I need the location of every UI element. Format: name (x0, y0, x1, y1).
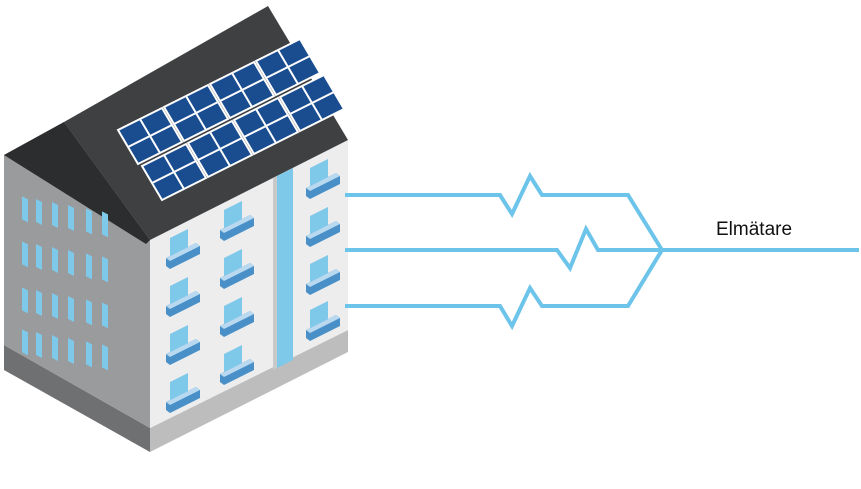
side-window (22, 241, 28, 268)
solar-panel-grid (265, 55, 311, 79)
balcony-top (220, 359, 254, 377)
side-window (36, 332, 42, 359)
balcony-top (166, 387, 200, 405)
solar-panel-grid (289, 91, 335, 115)
side-window (86, 341, 92, 368)
building-base-front (150, 330, 348, 452)
side-window (68, 338, 74, 365)
balcony-top (306, 269, 340, 287)
solar-panel-grid (151, 160, 197, 184)
side-window (52, 335, 58, 362)
solar-panel-grid (219, 78, 265, 102)
side-window (86, 253, 92, 280)
balcony-top (220, 263, 254, 281)
balcony-top (220, 215, 254, 233)
balcony-top (306, 173, 340, 191)
side-window (68, 250, 74, 277)
side-window (36, 199, 42, 226)
side-window (86, 208, 92, 235)
solar-panel-grid (127, 124, 173, 148)
front-balconies (166, 159, 340, 413)
balcony-top (166, 291, 200, 309)
side-window (52, 247, 58, 274)
side-window (102, 211, 108, 238)
line-bottom (345, 248, 664, 331)
solar-panel-icon (116, 37, 346, 202)
solar-panel-grid (197, 137, 243, 161)
side-window (52, 202, 58, 229)
solar-panel-grid (173, 101, 219, 125)
line-middle (345, 224, 859, 273)
side-window (36, 290, 42, 317)
stairwell-window-frame (273, 176, 277, 370)
side-window (86, 299, 92, 326)
side-window (68, 205, 74, 232)
side-window (22, 196, 28, 223)
building-roof-edge (4, 122, 150, 244)
balcony-top (166, 339, 200, 357)
side-windows (22, 196, 108, 371)
side-window (36, 244, 42, 271)
electric-line-icon (345, 171, 859, 331)
balcony-top (306, 221, 340, 239)
side-window (22, 287, 28, 314)
solar-panel-grid (243, 114, 289, 138)
side-window (68, 296, 74, 323)
side-window (102, 302, 108, 329)
building-front-wall (150, 140, 348, 428)
side-window (102, 256, 108, 283)
balcony-top (220, 311, 254, 329)
side-window (102, 344, 108, 371)
line-top (345, 171, 664, 252)
balcony-top (306, 315, 340, 333)
meter-label: Elmätare (716, 219, 793, 240)
building-base-side (4, 345, 150, 452)
stairwell-window (277, 168, 293, 368)
side-window (22, 329, 28, 356)
balcony-top (166, 243, 200, 261)
side-window (52, 293, 58, 320)
